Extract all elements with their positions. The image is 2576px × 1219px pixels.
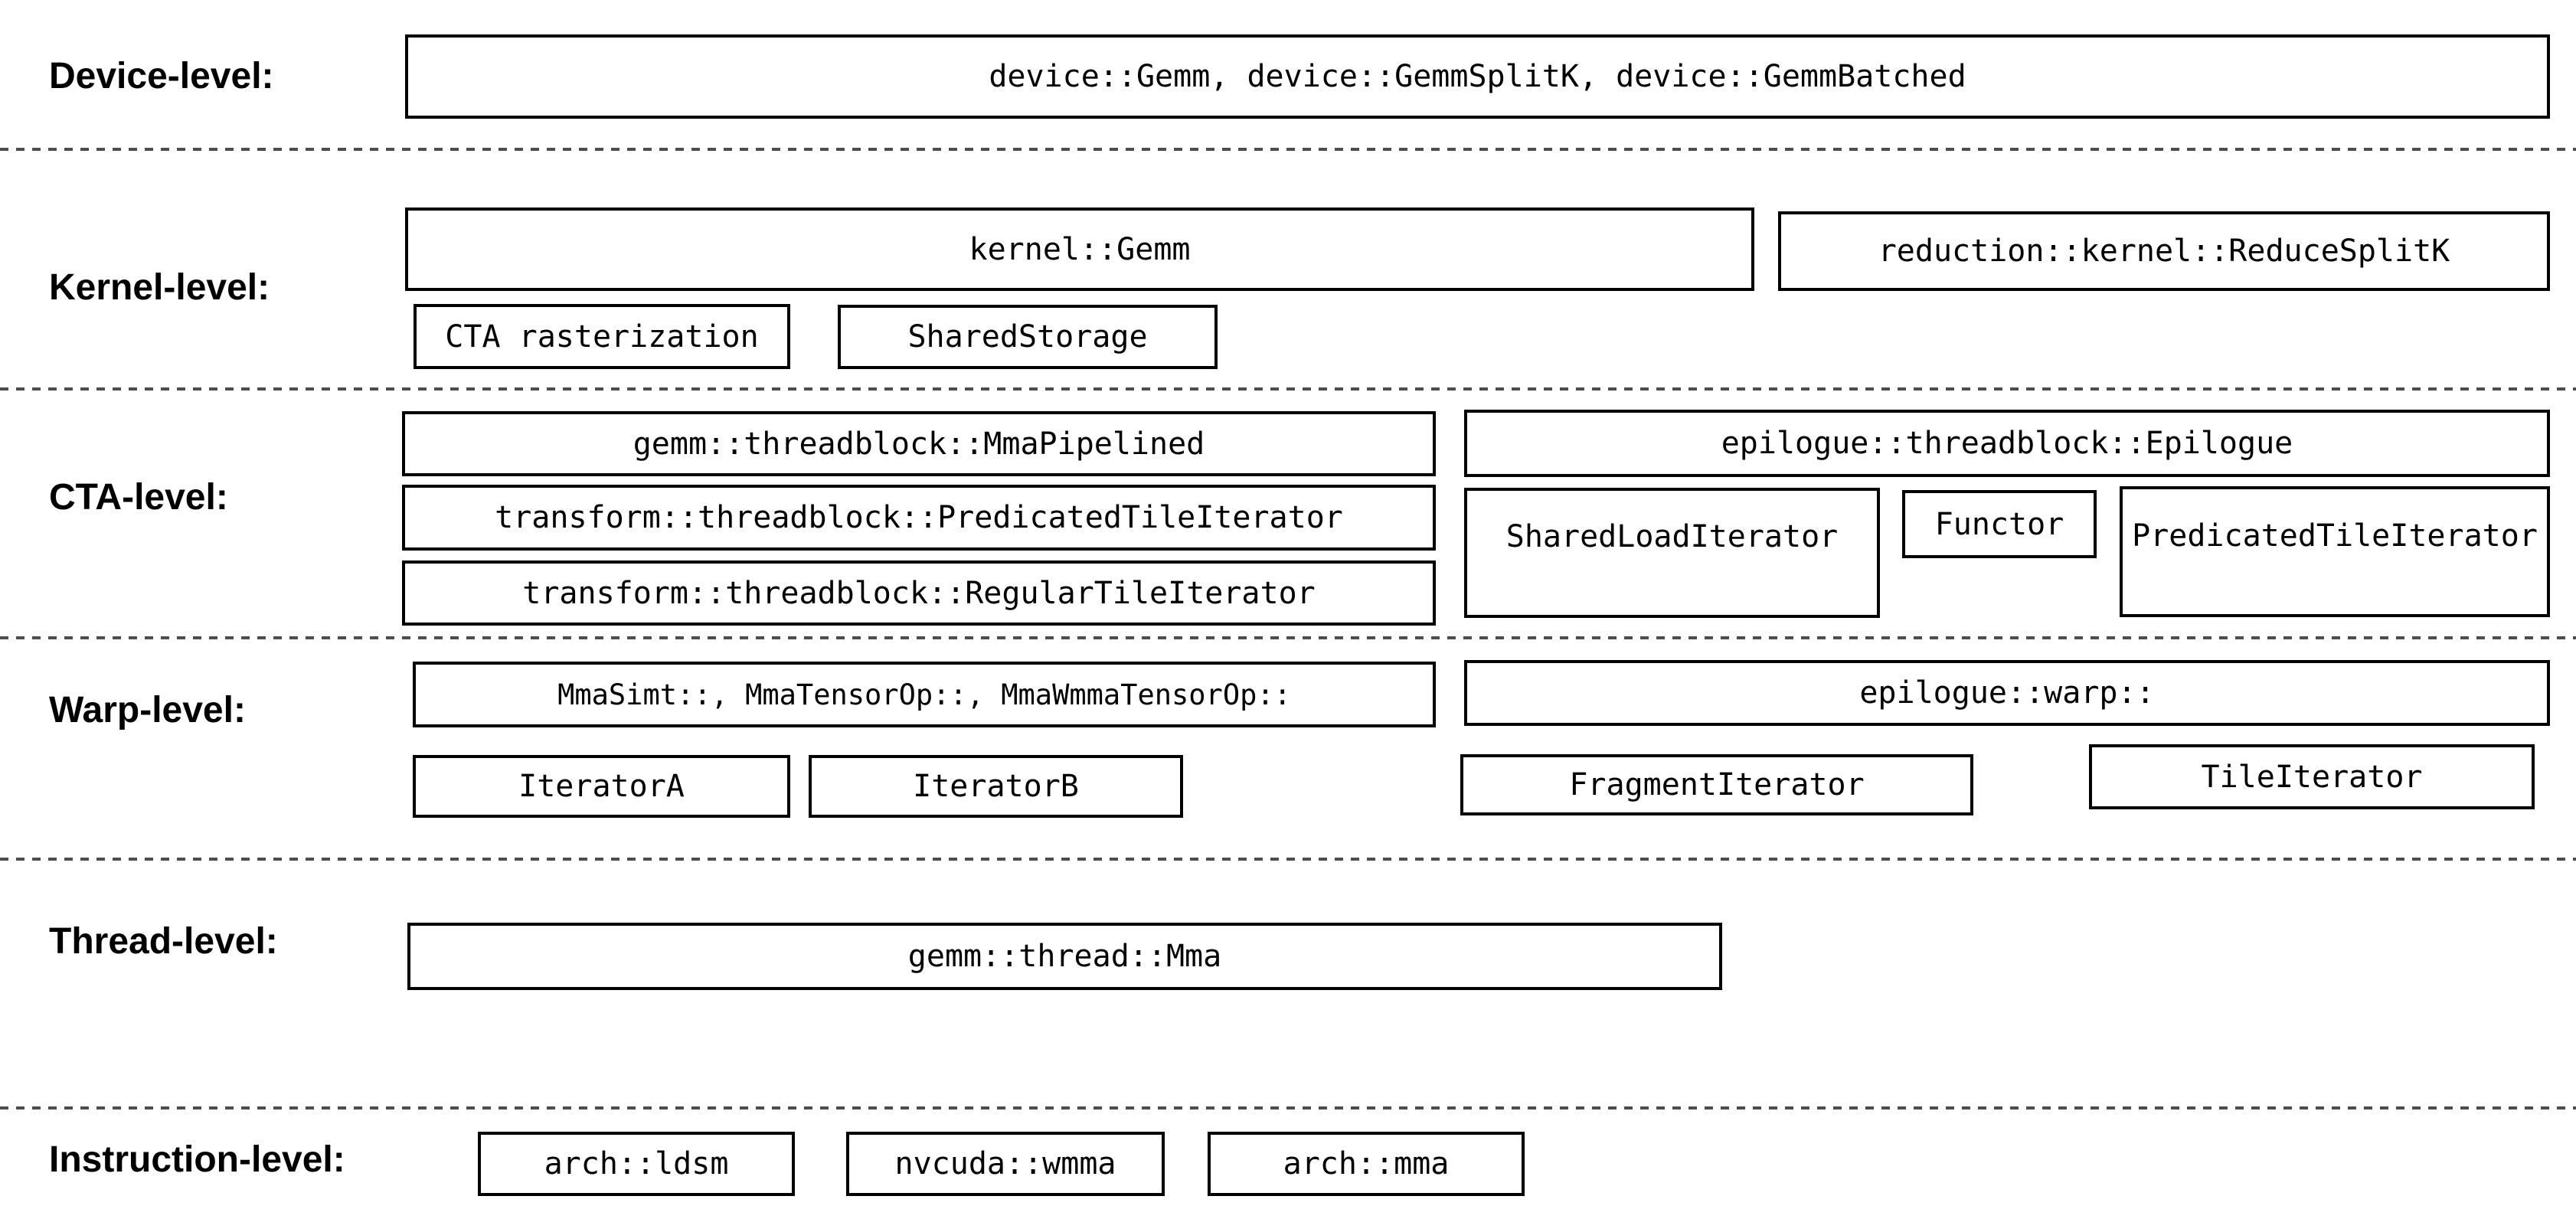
level-label-instruction: Instruction-level:: [49, 1139, 345, 1180]
level-label-kernel: Kernel-level:: [49, 267, 270, 308]
box-kernel-gemm: kernel::Gemm: [405, 208, 1754, 291]
box-regular-tile-iterator: transform::threadblock::RegularTileItera…: [402, 560, 1436, 626]
level-label-thread: Thread-level:: [49, 921, 278, 962]
box-iterator-a: IteratorA: [413, 755, 790, 818]
box-epilogue-warp: epilogue::warp::: [1464, 660, 2550, 726]
box-shared-storage: SharedStorage: [838, 305, 1218, 369]
level-separator-2: [0, 387, 2576, 391]
box-reduce-splitk: reduction::kernel::ReduceSplitK: [1778, 211, 2550, 291]
box-arch-ldsm: arch::ldsm: [478, 1132, 795, 1196]
box-arch-mma: arch::mma: [1208, 1132, 1525, 1196]
level-separator-4: [0, 858, 2576, 861]
box-predicated-tile-iterator-epilogue: PredicatedTileIterator: [2120, 486, 2550, 617]
box-shared-load-iterator: SharedLoadIterator: [1464, 488, 1880, 618]
level-separator-3: [0, 636, 2576, 639]
level-separator-5: [0, 1106, 2576, 1110]
box-device-gemm: device::Gemm, device::GemmSplitK, device…: [405, 34, 2550, 119]
box-fragment-iterator: FragmentIterator: [1460, 754, 1973, 815]
level-label-device: Device-level:: [49, 56, 274, 96]
box-gemm-thread-mma: gemm::thread::Mma: [407, 923, 1722, 990]
box-cta-rasterization: CTA rasterization: [414, 304, 790, 369]
box-predicated-tile-iterator-transform: transform::threadblock::PredicatedTileIt…: [402, 485, 1436, 551]
box-iterator-b: IteratorB: [809, 755, 1183, 818]
box-tile-iterator: TileIterator: [2089, 744, 2535, 809]
box-mma-warp: MmaSimt::, MmaTensorOp::, MmaWmmaTensorO…: [413, 662, 1436, 727]
level-label-cta: CTA-level:: [49, 477, 228, 518]
level-separator-1: [0, 148, 2576, 151]
box-functor: Functor: [1902, 490, 2097, 558]
box-mma-pipelined: gemm::threadblock::MmaPipelined: [402, 411, 1436, 476]
level-label-warp: Warp-level:: [49, 690, 246, 730]
box-nvcuda-wmma: nvcuda::wmma: [846, 1132, 1165, 1196]
box-epilogue-threadblock: epilogue::threadblock::Epilogue: [1464, 410, 2550, 477]
